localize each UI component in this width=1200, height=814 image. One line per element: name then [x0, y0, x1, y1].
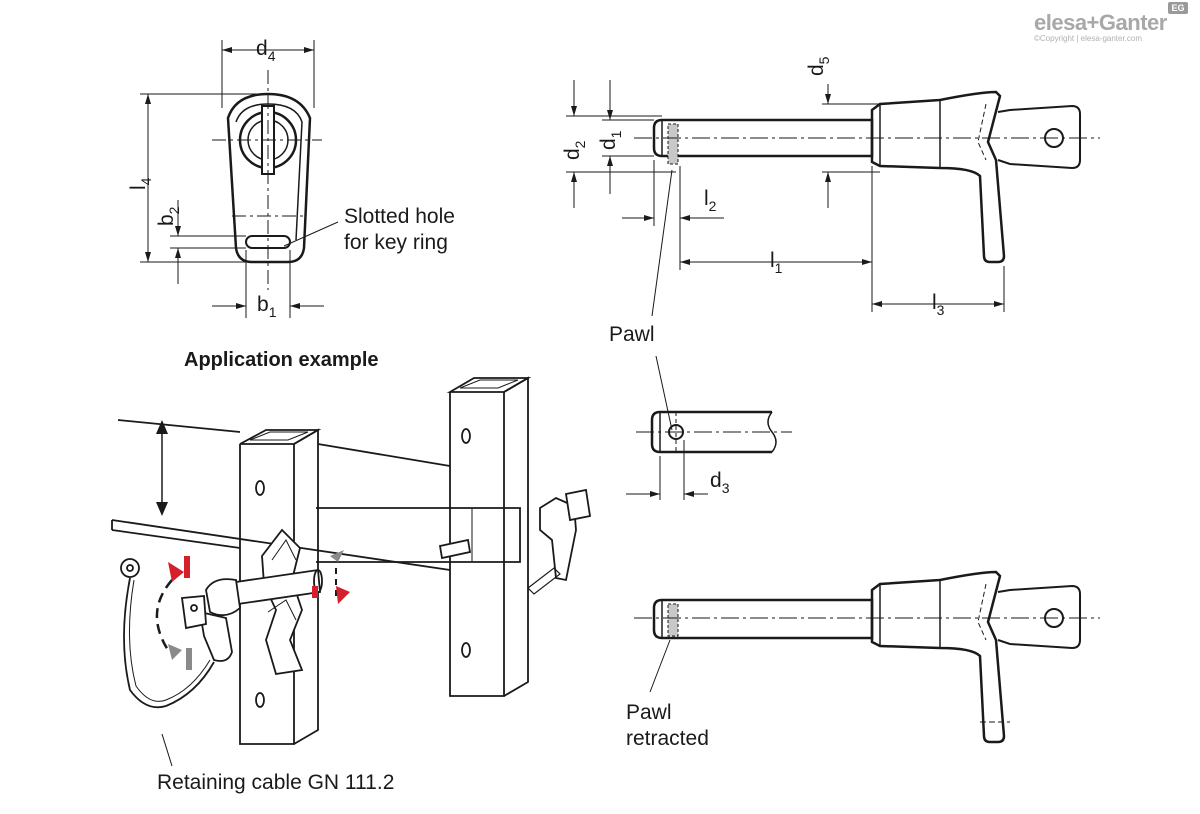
side-view-drawing [566, 80, 1100, 317]
dim-d2-label: d2 [561, 140, 588, 160]
detail-view-drawing [626, 355, 792, 500]
dim-d5-label: d5 [805, 56, 832, 76]
brand-copyright: ©Copyright | elesa-ganter.com [1034, 34, 1143, 43]
callout-slotted-hole-line1: Slotted hole [344, 205, 455, 228]
application-example-drawing [111, 376, 592, 767]
pawl-label: Pawl [609, 323, 655, 346]
pawl-retracted-label-line2: retracted [626, 727, 709, 750]
dim-l1-label: l1 [770, 249, 783, 276]
dim-l2-label: l2 [704, 187, 717, 214]
dim-b1-label: b1 [257, 293, 277, 320]
dim-l4-label: l4 [127, 177, 154, 190]
application-example-title: Application example [184, 349, 379, 371]
retracted-view-drawing [634, 570, 1100, 744]
dim-d4-label: d4 [256, 37, 276, 64]
brand-badge: EG [1168, 2, 1188, 14]
brand-name: elesa+Ganter [1034, 10, 1167, 35]
dim-b2-label: b2 [155, 206, 182, 226]
retaining-cable-label: Retaining cable GN 111.2 [157, 771, 395, 794]
dim-d3-label: d3 [710, 469, 730, 496]
dim-d1-label: d1 [597, 130, 624, 150]
pawl-retracted-label-line1: Pawl [626, 701, 672, 724]
front-view-drawing [140, 40, 339, 318]
callout-slotted-hole-line2: for key ring [344, 231, 448, 254]
dim-l3-label: l3 [932, 291, 945, 318]
brand-logo: elesa+Ganter ©Copyright | elesa-ganter.c… [1034, 10, 1167, 43]
